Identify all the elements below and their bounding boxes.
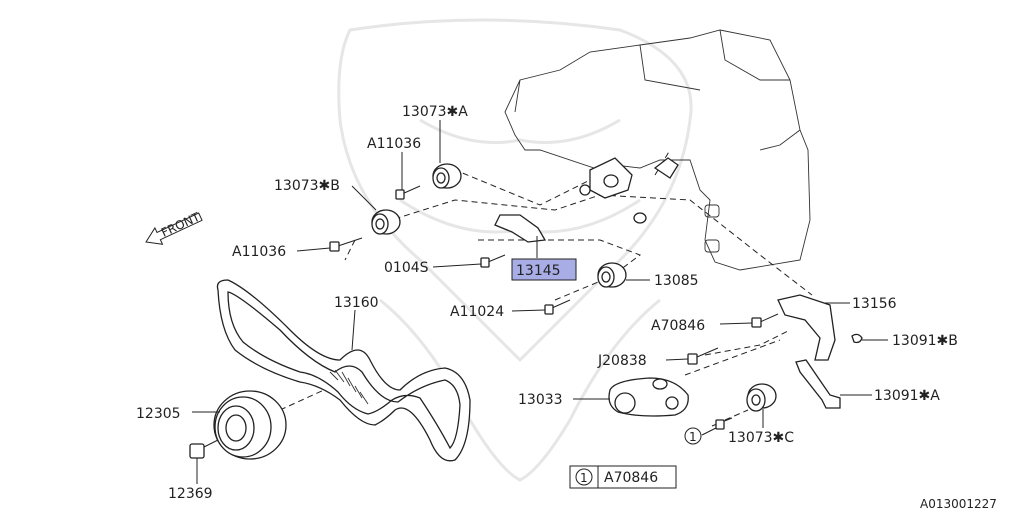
engine-block [504,29,811,271]
tensioner-13033[interactable] [608,377,689,417]
legend-box: 1 A70846 [569,465,677,489]
idler-pulley-13073c[interactable] [746,383,777,412]
idler-pulley-13073a[interactable] [432,163,462,189]
label-a70846: A70846 [651,318,705,334]
label-13033: 13033 [518,392,563,408]
bracket-13091a[interactable] [795,359,841,409]
crank-pulley-12305[interactable] [213,390,287,460]
cover-13145[interactable] [494,214,547,243]
bolt-j20838[interactable] [687,347,719,365]
bracket-13156[interactable] [777,294,836,361]
clip-13091b[interactable] [851,333,863,344]
bolt-12369[interactable] [189,439,219,459]
label-13145[interactable]: 13145 [516,263,561,279]
idler-pulley-13085[interactable] [597,262,627,288]
label-a11036-left: A11036 [232,244,286,260]
assembly-lines [279,149,813,421]
bolt-a11036-left[interactable] [329,237,363,252]
front-direction-arrow: FRONT [145,210,203,245]
label-13091b: 13091✱B [892,333,958,349]
highlight-box-13145 [511,258,577,281]
bolt-a11024[interactable] [544,299,571,315]
label-0104s: 0104S [384,260,429,276]
label-13085: 13085 [654,273,699,289]
front-label: FRONT [159,210,203,240]
idler-pulley-13073b[interactable] [371,209,401,235]
bolt-0104s[interactable] [480,254,506,268]
label-13073c: 13073✱C [728,430,794,446]
leader-lines [192,120,888,484]
label-12369: 12369 [168,486,213,502]
legend-number: 1 [580,471,588,485]
label-12305: 12305 [136,406,181,422]
label-13160: 13160 [334,295,379,311]
tensioner-bracket [579,157,679,224]
bolt-ref-1[interactable] [711,417,733,430]
label-a11024: A11024 [450,304,504,320]
callout-labels: 13073✱A A11036 13073✱B A11036 0104S 1314… [136,104,958,502]
label-13156: 13156 [852,296,897,312]
ref-circle [684,427,702,445]
label-j20838: J20838 [597,353,647,369]
drive-belt-13160[interactable] [216,279,471,462]
label-13091a: 13091✱A [874,388,940,404]
diagram-id: A013001227 [920,497,997,511]
bolt-a70846[interactable] [751,313,779,328]
legend-part: A70846 [604,470,658,486]
label-13073b: 13073✱B [274,178,340,194]
watermark-emblem [337,18,693,482]
ref-circle-number: 1 [689,430,697,444]
label-13073a: 13073✱A [402,104,468,120]
label-a11036-top: A11036 [367,136,421,152]
bolt-a11036-top[interactable] [395,185,421,200]
